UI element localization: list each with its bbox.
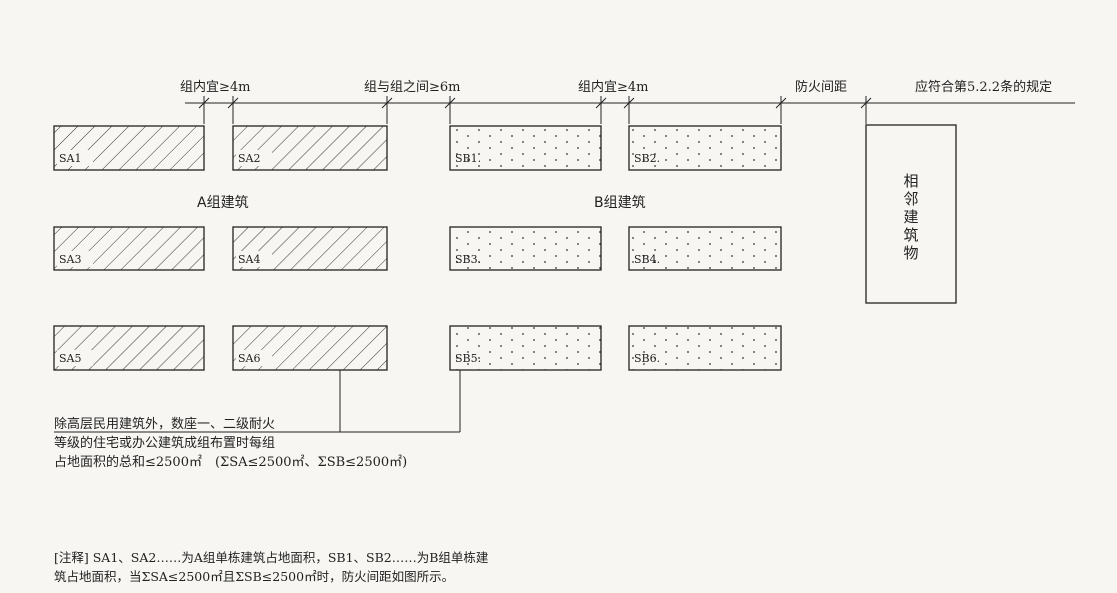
building-sb6 (628, 325, 782, 371)
group-b-labels: SB1. SB2. SB3. SB4. SB5. SB6. (455, 152, 660, 365)
label-sa5: SA5 (59, 352, 81, 365)
adjacent-building-char: 筑 (903, 226, 918, 244)
label-sb2: SB2. (634, 152, 660, 165)
callout-line-2: 等级的住宅或办公建筑成组布置时每组 (54, 436, 276, 451)
label-sb5: SB5. (455, 352, 481, 365)
adjacent-building (865, 124, 957, 304)
group-a-labels: SA1 SA2 SA3 SA4 SA5 SA6 (57, 150, 272, 366)
building-sb3 (449, 226, 602, 271)
building-sb5 (449, 325, 602, 371)
building-sa5 (53, 325, 205, 371)
label-sb4: SB4. (634, 253, 660, 266)
label-sa1: SA1 (59, 152, 81, 165)
dim-within-group-a: 组内宜≥4m (180, 79, 251, 95)
group-a (53, 125, 388, 371)
building-sb4 (628, 226, 782, 271)
dim-within-group-b: 组内宜≥4m (578, 79, 649, 95)
adjacent-building-char: 邻 (903, 190, 918, 208)
note-line-2: 筑占地面积，当ΣSA≤2500㎡且ΣSB≤2500㎡时，防火间距如图所示。 (54, 569, 455, 584)
adjacent-building-label: 相邻建筑物 (903, 172, 918, 262)
callout-line-3: 占地面积的总和≤2500㎡ (ΣSA≤2500㎡、ΣSB≤2500㎡) (54, 455, 408, 470)
group-a-label: A组建筑 (197, 195, 249, 211)
label-sa6: SA6 (238, 352, 260, 365)
adjacent-building-char: 物 (903, 244, 918, 262)
label-sb3: SB3. (455, 253, 481, 266)
label-sa3: SA3 (59, 253, 81, 266)
group-b-label: B组建筑 (594, 195, 646, 211)
building-sa2 (232, 125, 388, 171)
label-sb1: SB1. (455, 152, 481, 165)
adjacent-building-char: 建 (903, 208, 918, 226)
group-b (449, 125, 782, 371)
callout-line-1: 除高层民用建筑外，数座一、二级耐火 (54, 417, 276, 432)
dimension-line (185, 96, 1075, 124)
label-sa4: SA4 (238, 253, 260, 266)
dim-between-groups: 组与组之间≥6m (364, 80, 461, 95)
building-sb1 (449, 125, 602, 171)
building-sb2 (628, 125, 782, 171)
callout-leader (54, 370, 461, 433)
note-line-1: [注释] SA1、SA2……为A组单栋建筑占地面积，SB1、SB2……为B组单栋… (54, 550, 489, 565)
label-sa2: SA2 (238, 152, 260, 165)
adjacent-building-char: 相 (903, 172, 918, 190)
label-sb6: SB6. (634, 352, 660, 365)
dim-compliance: 应符合第5.2.2条的规定 (915, 79, 1052, 95)
dim-fire-spacing: 防火间距 (795, 79, 847, 95)
